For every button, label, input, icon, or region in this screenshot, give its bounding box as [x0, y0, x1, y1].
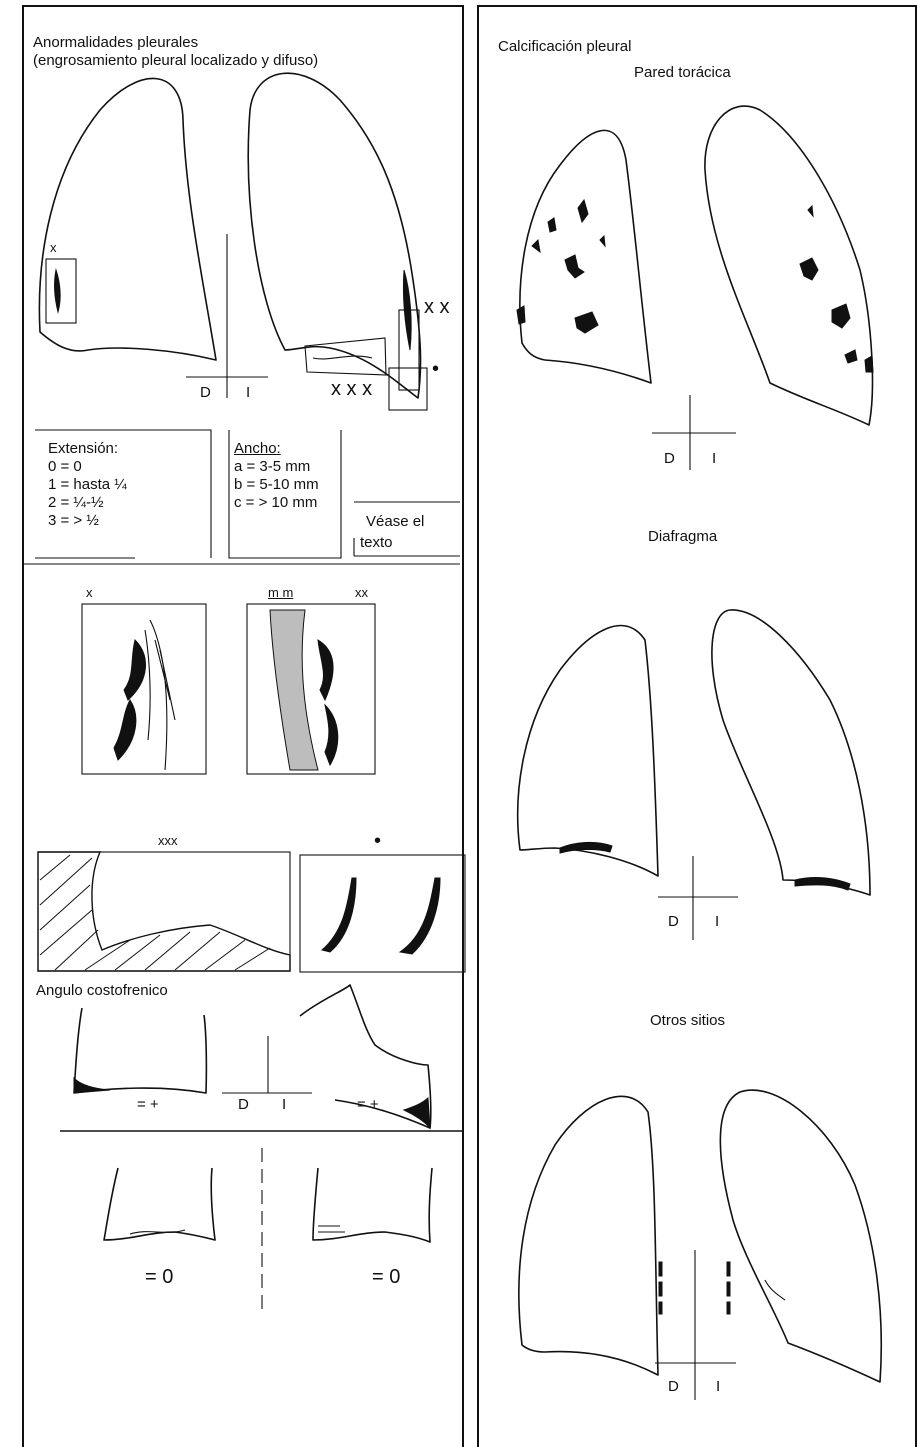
axis-d-diafragma: D	[668, 913, 679, 930]
axis-i-diafragma: I	[715, 913, 719, 930]
right-lung-outline-pared	[520, 130, 651, 383]
left-lung-outline-otros	[720, 1090, 881, 1382]
right-lung-outline-diafragma	[518, 626, 658, 876]
left-lung-outline-pared	[705, 106, 873, 425]
left-lung-outline-diafragma	[712, 610, 870, 895]
axis-i-otros: I	[716, 1378, 720, 1395]
right-lung-outline-otros	[519, 1096, 658, 1375]
axis-d-otros: D	[668, 1378, 679, 1395]
axis-d-pared: D	[664, 450, 675, 467]
axis-i-pared: I	[712, 450, 716, 467]
